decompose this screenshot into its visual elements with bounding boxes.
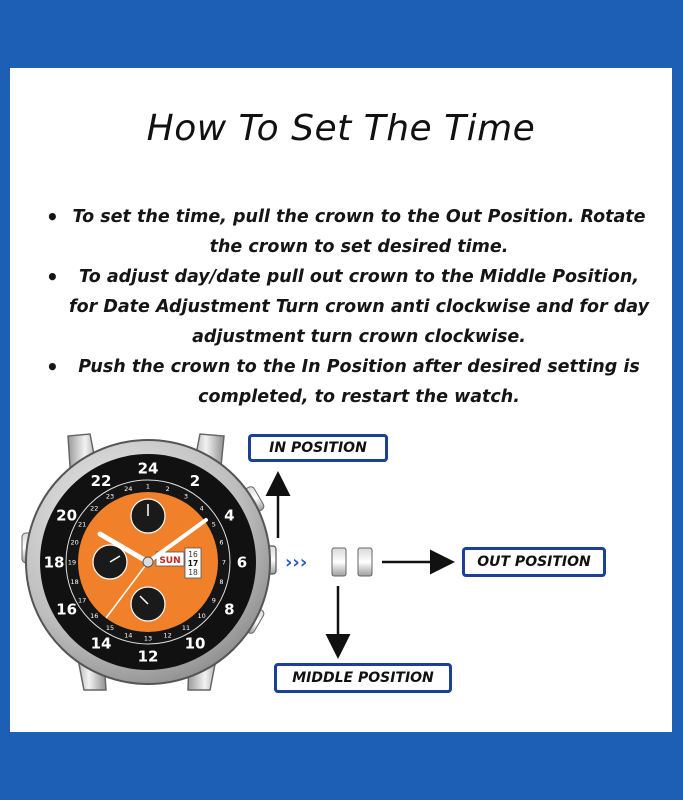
- instruction-item: Push the crown to the In Position after …: [40, 352, 650, 412]
- dial-numeral: 18: [70, 578, 78, 586]
- instruction-card: How To Set The Time To set the time, pul…: [10, 68, 672, 732]
- date-label: 18: [188, 568, 198, 577]
- instruction-item: To adjust day/date pull out crown to the…: [40, 262, 650, 352]
- dial-numeral: 14: [124, 632, 132, 640]
- dial-numeral: 17: [78, 596, 86, 604]
- dial-numeral: 6: [237, 553, 247, 571]
- crown-stage-icons: ›››: [285, 547, 373, 577]
- dial-numeral: 12: [138, 647, 159, 665]
- instruction-list: To set the time, pull the crown to the O…: [40, 202, 650, 412]
- dial-numeral: 8: [219, 578, 223, 586]
- second-hand: [105, 561, 149, 619]
- dial-numeral: 20: [70, 539, 78, 547]
- dial-numeral: 22: [90, 505, 98, 513]
- in-position-label: IN POSITION: [248, 434, 388, 462]
- dial-numeral: 7: [222, 558, 226, 566]
- dial-numeral: 15: [106, 624, 114, 632]
- crown-chevrons-icon: ›››: [285, 552, 307, 573]
- minute-hand: [146, 518, 208, 564]
- dial-numeral: 10: [198, 612, 206, 620]
- dial-numeral: 1: [146, 482, 150, 490]
- dial-numeral: 24: [138, 459, 159, 477]
- dial-numeral: 16: [56, 600, 77, 618]
- dial-numeral: 12: [164, 632, 172, 640]
- date-label: 16: [188, 550, 198, 559]
- dial-numeral: 22: [91, 472, 112, 490]
- dial-numeral: 2: [190, 472, 200, 490]
- day-label: SUN: [159, 556, 180, 566]
- dial-numeral: 10: [185, 635, 206, 653]
- dial-numeral: 8: [224, 600, 234, 618]
- dial-numeral: 6: [219, 539, 223, 547]
- day-window: [155, 551, 185, 567]
- dial-numeral: 4: [224, 506, 234, 524]
- dial-numeral: 16: [90, 612, 98, 620]
- dial-numeral: 5: [212, 520, 216, 528]
- page-title: How To Set The Time: [146, 108, 536, 149]
- dial-numeral: 19: [68, 558, 76, 566]
- date-window: [184, 547, 202, 579]
- dial-numeral: 9: [212, 596, 216, 604]
- out-position-label: OUT POSITION: [462, 547, 606, 577]
- dial-numeral: 4: [200, 505, 204, 513]
- dial-numeral: 2: [166, 485, 170, 493]
- dial-numeral: 3: [184, 493, 188, 501]
- dial-numeral: 11: [182, 624, 190, 632]
- dial-numeral: 13: [144, 634, 152, 642]
- crown-middle-icon: [331, 547, 347, 577]
- dial-numeral: 20: [56, 506, 77, 524]
- dial-numeral: 24: [124, 485, 132, 493]
- date-label: 17: [188, 559, 198, 568]
- dial-numeral: 18: [44, 553, 65, 571]
- dial-numeral: 21: [78, 520, 86, 528]
- dial-numeral: 23: [106, 493, 114, 501]
- crown-out-icon: [357, 547, 373, 577]
- hour-hand: [97, 531, 151, 565]
- dial-numeral: 14: [91, 635, 112, 653]
- middle-position-label: MIDDLE POSITION: [274, 663, 452, 693]
- instruction-item: To set the time, pull the crown to the O…: [40, 202, 650, 262]
